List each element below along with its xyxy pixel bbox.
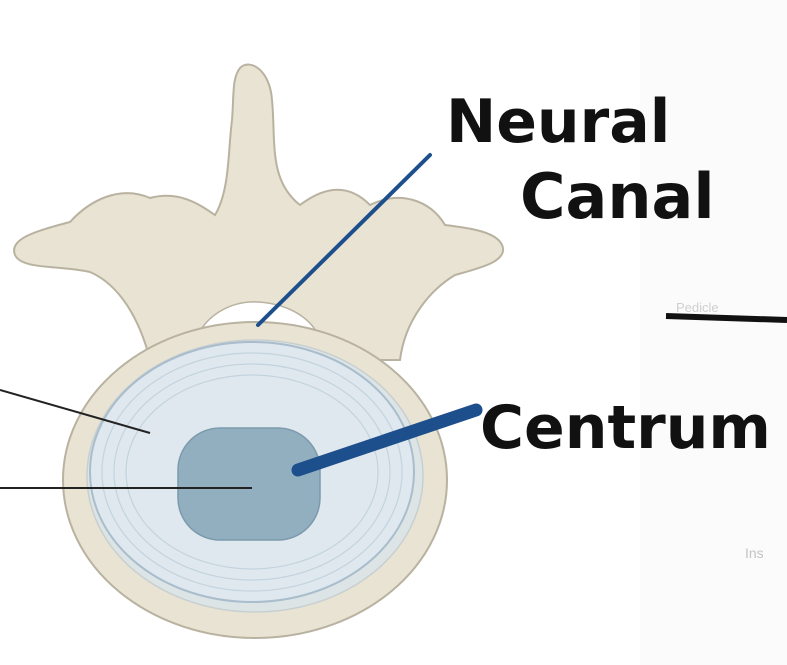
label-neural-canal-line1: Neural xyxy=(446,87,670,157)
centrum-annotation-line xyxy=(291,403,483,477)
intervertebral-disc xyxy=(89,341,415,603)
nucleus-pulposus xyxy=(177,427,321,541)
vertebral-arch xyxy=(13,63,505,361)
label-neural-canal-line2: Canal xyxy=(520,160,715,233)
strikethrough-mark xyxy=(665,313,787,323)
neural-canal-annotation-line xyxy=(256,153,432,327)
annulus-ring xyxy=(125,374,379,570)
pointer-line-annulus xyxy=(0,389,151,434)
partial-text-right-low: Ins xyxy=(745,545,764,561)
label-centrum: Centrum xyxy=(480,393,771,463)
annulus-ring xyxy=(113,363,391,581)
background-document: Pedicle Ins xyxy=(640,0,787,665)
partial-text-right-mid: Pedicle xyxy=(676,300,719,315)
annulus-ring xyxy=(101,352,403,592)
